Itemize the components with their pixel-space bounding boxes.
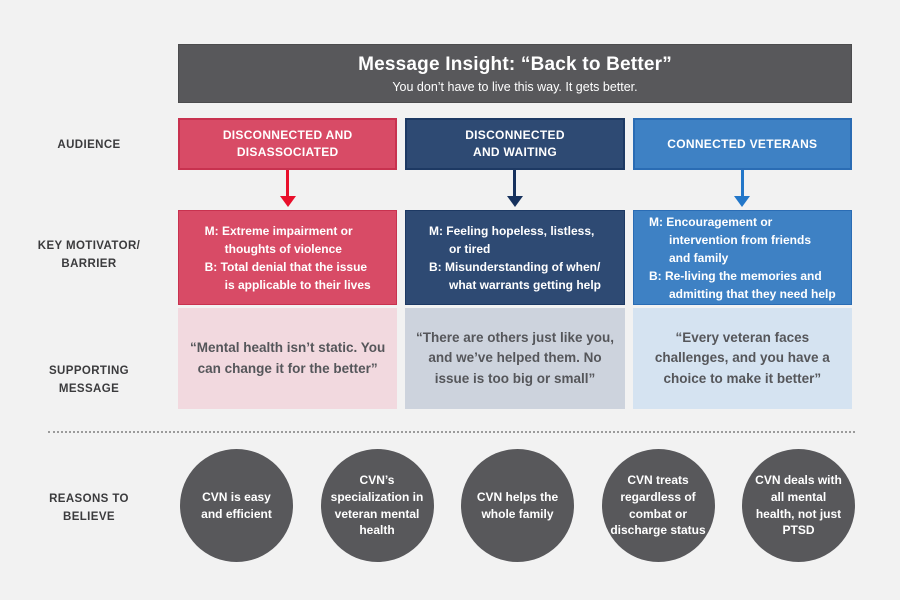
supporting-message-box: “There are others just like you, and we’…: [405, 308, 625, 409]
message-columns: DISCONNECTED AND DISASSOCIATED M: Extrem…: [178, 118, 852, 409]
reason-circle-easy-efficient: CVN is easy and efficient: [180, 449, 293, 562]
reasons-to-believe-row: CVN is easy and efficient CVN’s speciali…: [180, 449, 855, 562]
column-disconnected-waiting: DISCONNECTED AND WAITING M: Feeling hope…: [405, 118, 625, 409]
key-motivator-text: M: Encouragement or intervention from fr…: [648, 214, 836, 301]
row-label-key-motivator-barrier: KEY MOTIVATOR/ BARRIER: [37, 240, 141, 270]
audience-header: CONNECTED VETERANS: [632, 118, 852, 170]
down-arrow-icon: [633, 170, 852, 210]
page-title: Message Insight: “Back to Better”: [358, 53, 672, 75]
row-label-reasons-to-believe: REASONS TO BELIEVE: [49, 493, 129, 523]
column-disconnected-disassociated: DISCONNECTED AND DISASSOCIATED M: Extrem…: [178, 118, 398, 409]
dotted-divider: [48, 431, 855, 433]
arrow-head: [734, 196, 751, 207]
page-subtitle: You don’t have to live this way. It gets…: [392, 79, 638, 94]
arrow-shaft: [286, 170, 290, 196]
reason-circle-regardless-status: CVN treats regardless of combat or disch…: [601, 449, 715, 562]
arrow-shaft: [740, 170, 744, 196]
arrow-head: [279, 196, 296, 207]
key-motivator-text: M: Feeling hopeless, listless, or tired …: [428, 223, 601, 292]
reason-circle-all-mental-health: CVN deals with all mental health, not ju…: [742, 449, 855, 562]
row-label-supporting-message: SUPPORTING MESSAGE: [48, 365, 130, 395]
arrow-head: [506, 196, 523, 207]
key-motivator-box: M: Feeling hopeless, listless, or tired …: [405, 210, 625, 305]
key-motivator-box: M: Extreme impairment or thoughts of vio…: [178, 210, 398, 305]
column-connected-veterans: CONNECTED VETERANS M: Encouragement or i…: [632, 118, 852, 409]
audience-header: DISCONNECTED AND DISASSOCIATED: [178, 118, 398, 170]
reason-circle-specialization: CVN’s specialization in veteran mental h…: [320, 449, 434, 562]
key-motivator-box: M: Encouragement or intervention from fr…: [632, 210, 852, 305]
down-arrow-icon: [405, 170, 624, 210]
down-arrow-icon: [178, 170, 397, 210]
arrow-shaft: [513, 170, 517, 196]
supporting-message-box: “Mental health isn’t static. You can cha…: [178, 308, 398, 409]
supporting-message-box: “Every veteran faces challenges, and you…: [632, 308, 852, 409]
header-banner: Message Insight: “Back to Better” You do…: [178, 44, 852, 103]
reason-circle-whole-family: CVN helps the whole family: [461, 449, 574, 562]
audience-header: DISCONNECTED AND WAITING: [405, 118, 625, 170]
key-motivator-text: M: Extreme impairment or thoughts of vio…: [204, 223, 371, 292]
row-label-audience: AUDIENCE: [57, 139, 121, 151]
